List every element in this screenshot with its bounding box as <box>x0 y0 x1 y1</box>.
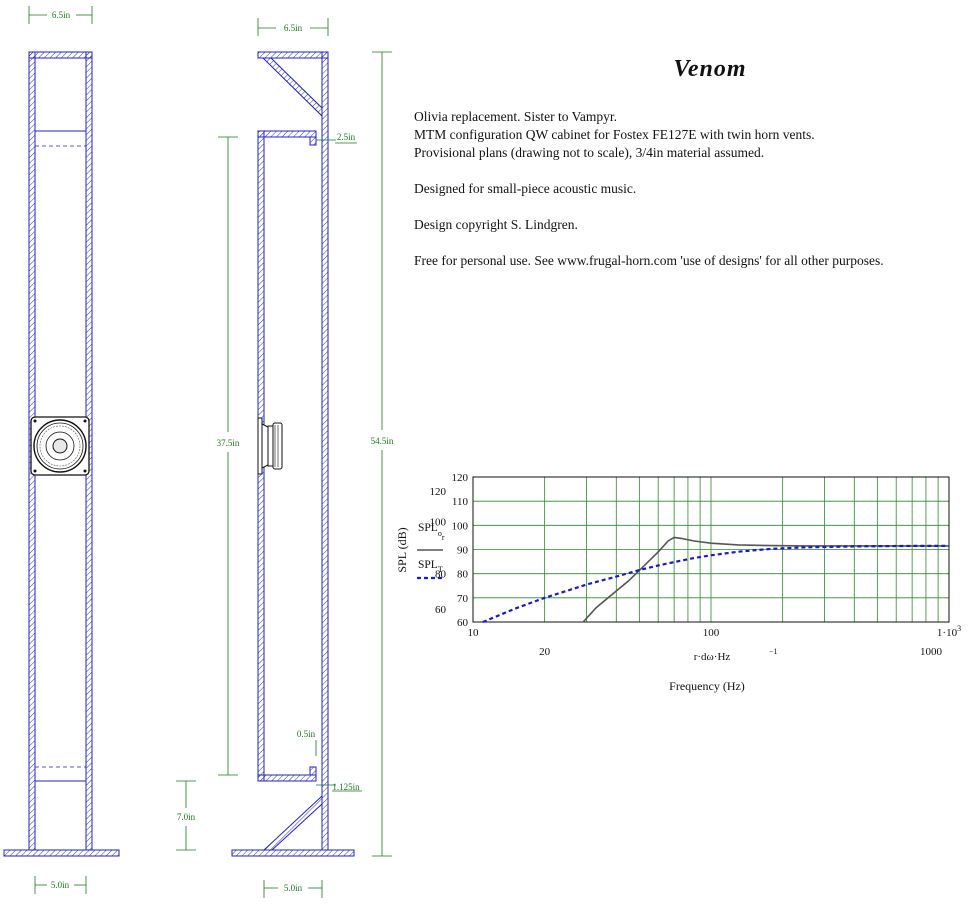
chart-series <box>482 536 949 624</box>
description-line: Design copyright S. Lindgren. <box>414 217 578 232</box>
description-line: Designed for small-piece acoustic music. <box>414 181 637 196</box>
y-tick-label: 80 <box>457 569 469 581</box>
description: Olivia replacement. Sister to Vampyr. MTM… <box>414 108 969 270</box>
description-line: MTM configuration QW cabinet for Fostex … <box>414 127 815 142</box>
description-line: Provisional plans (drawing not to scale)… <box>414 145 765 160</box>
y-tick-label: 110 <box>452 496 469 508</box>
page-title: Venom <box>673 56 747 82</box>
x-tick-label-bottom: 1000 <box>920 646 943 658</box>
legend-label-spl-t: SPLT <box>418 559 443 574</box>
y-axis-label: SPL (dB) <box>395 527 409 572</box>
y-tick-label: 90 <box>457 545 469 557</box>
x-expression-label: r·dω·Hz <box>694 651 731 663</box>
description-line: Free for personal use. See www.frugal-ho… <box>414 253 884 268</box>
x-tick-label: 10 <box>468 627 480 639</box>
driver-front-icon <box>30 416 90 476</box>
y-tick-label: 120 <box>452 472 469 484</box>
description-gap <box>414 198 969 216</box>
y-tick-label: 70 <box>457 593 469 605</box>
x-tick-label: 100 <box>703 627 720 639</box>
description-line: Olivia replacement. Sister to Vampyr. <box>414 109 617 124</box>
dim-vent-bottom: 1.125in <box>332 782 360 792</box>
dim-vent-top: 2.5in <box>337 132 356 142</box>
y-tick-label-left: 80 <box>435 569 447 581</box>
y-tick-label-left: 60 <box>435 604 447 616</box>
dim-stand-height: 7.0in <box>177 812 196 822</box>
plot-frame <box>472 476 950 623</box>
dim-front-width: 6.5in <box>52 10 71 20</box>
dim-front-base: 5.0in <box>51 880 70 890</box>
x-axis-label: Frequency (Hz) <box>669 679 745 693</box>
x-expression-exponent: −1 <box>769 647 778 656</box>
dim-side-base: 5.0in <box>284 883 303 893</box>
series-line-SPL_T <box>482 544 949 624</box>
dim-inner-height: 37.5in <box>217 438 240 448</box>
driver-side-icon <box>257 417 283 475</box>
series-line-SPL_or <box>582 536 949 623</box>
x-tick-label: 1·103 <box>937 624 961 639</box>
description-gap <box>414 162 969 180</box>
front-view: 6.5in 5.0in <box>3 6 120 894</box>
chart-grid <box>473 477 949 622</box>
y-tick-label-left: 120 <box>430 486 447 498</box>
y-tick-label: 60 <box>457 617 469 629</box>
dim-total-height: 54.5in <box>371 436 394 446</box>
dim-side-width: 6.5in <box>284 23 303 33</box>
x-tick-label-bottom: 20 <box>539 646 551 658</box>
y-tick-label: 100 <box>452 520 469 532</box>
description-gap <box>414 234 969 252</box>
y-tick-label-left: 100 <box>430 516 447 528</box>
dim-gap: 0.5in <box>297 729 316 739</box>
side-view: 6.5in 54.5in 37.5in 2.5in 0.5in 1.125in … <box>176 18 394 898</box>
